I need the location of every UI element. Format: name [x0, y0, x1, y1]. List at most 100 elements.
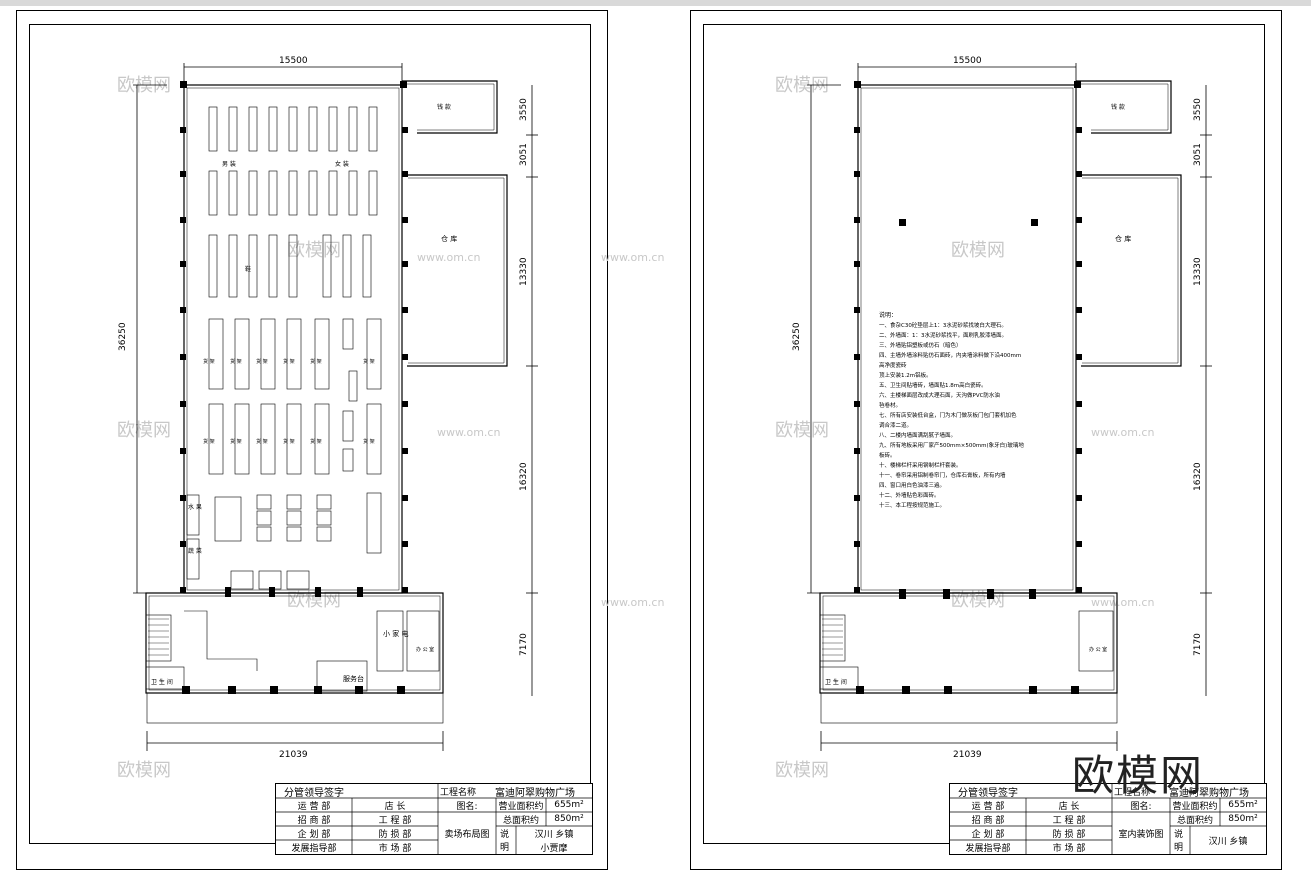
dimension-left [807, 84, 841, 594]
project-label: 工程名称 [439, 787, 476, 798]
room-label-veg: 蔬 菜 [188, 547, 202, 555]
dim-right-text: 13330 [1193, 257, 1203, 286]
room-label-snack: 小 家 电 [383, 629, 408, 638]
dept-row: 工 程 部 [1052, 815, 1086, 826]
room-label-goods: 货 架 [283, 358, 295, 365]
watermark-logo: 欧模网 [775, 760, 829, 781]
construction-notes: 说明： 一、食杂C30砼垫层上1：3水泥砂浆找坡白大理石。 二、外墙面：1：3水… [879, 311, 1024, 509]
note-value: 汉川 乡镇 [534, 829, 574, 840]
room-label-goods: 货 架 [363, 358, 375, 365]
note-line: 五、卫生间贴墙砖，墙面贴1.8m高白瓷砖。 [879, 381, 987, 389]
dept-row: 企 划 部 [971, 829, 1005, 840]
dept-row: 店 长 [1058, 801, 1080, 812]
title-block-grid [950, 784, 1266, 854]
area-biz-label: 营业面积约 [1172, 801, 1218, 812]
watermark-logo: 欧模网 [287, 590, 341, 611]
note-line: 板砖。 [879, 451, 896, 459]
dimension-top [183, 63, 403, 81]
project-name: 富迪阿翠购物广场 [495, 787, 575, 799]
note-label: 说 明 [1174, 830, 1184, 853]
room-label-goods: 货 架 [256, 358, 268, 365]
watermark-logo: 欧模网 [287, 240, 341, 261]
room-label-goods: 货 架 [283, 438, 295, 445]
watermark-logo: 欧模网 [951, 240, 1005, 261]
room-label-warehouse-small: 钱 款 [1111, 103, 1125, 111]
note-line: 十三、本工程按规范施工。 [879, 501, 945, 509]
fresh-area [186, 494, 332, 590]
dept-row: 工 程 部 [378, 815, 412, 826]
watermark-url: www.om.cn [1091, 596, 1154, 609]
goods-shelves [208, 318, 382, 554]
note-line: 二、外墙面：1：3水泥砂浆找平，面刷乳胶漆墙面。 [879, 331, 1007, 339]
dim-bottom-text: 21039 [953, 750, 982, 760]
dimension-bottom [820, 731, 1118, 751]
room-label-goods: 货 架 [230, 438, 242, 445]
drawing-sheet-layout: 欧模网 欧模网 欧模网 欧模网 欧模网 www.om.cn www.om.cn … [16, 10, 608, 870]
room-label-office: 办 公 室 [416, 646, 434, 653]
dim-right-text: 3051 [1193, 143, 1203, 166]
drawing-sheet-interior: 欧模网 欧模网 欧模网 欧模网 欧模网 www.om.cn www.om.cn … [601, 10, 1282, 870]
note-line: 四、窗口用白色油漆三遍。 [879, 481, 945, 489]
title-block: 分管领导签字 工程名称 富迪阿翠购物广场 运 营 部 招 商 部 企 划 部 发… [949, 783, 1267, 855]
dim-right-text: 7170 [1193, 633, 1203, 656]
dim-top-text: 15500 [953, 56, 982, 66]
watermark-logo-large: 欧模网 [1072, 751, 1205, 800]
watermark-logo: 欧模网 [117, 75, 171, 96]
area-total-label: 总面积约 [1176, 815, 1213, 826]
room-label-warehouse: 仓 库 [441, 234, 457, 243]
structural-columns [180, 81, 408, 694]
note-line: 四、主墙外墙涂料贴仿石面砖，内夹墙涂料做下沿400mm [879, 351, 1021, 359]
title-block-grid [276, 784, 592, 854]
dim-left-text: 36250 [118, 322, 128, 351]
room-label-service-desk: 服务台 [343, 674, 364, 683]
drawing-label: 图名: [456, 801, 478, 812]
viewer-toolbar-strip [0, 0, 1311, 6]
dim-right-text: 3550 [1193, 98, 1203, 121]
floor-plan-layout: 欧模网 欧模网 欧模网 欧模网 欧模网 www.om.cn www.om.cn … [117, 56, 538, 781]
watermark-logo: 欧模网 [775, 420, 829, 441]
room-label-warehouse-small: 钱 款 [437, 103, 451, 111]
dept-row: 市 场 部 [378, 843, 412, 854]
main-walls [145, 80, 508, 724]
room-label-men: 男 装 [222, 160, 236, 168]
dimension-right [1200, 85, 1212, 696]
dept-row: 运 营 部 [297, 801, 331, 812]
note-line: 八、二楼内墙面满刮腻子墙面。 [879, 431, 956, 439]
watermark-logo: 欧模网 [775, 75, 829, 96]
note-line: 十一、卷帘采用铝制卷帘门，仓库石膏板，所有内墙 [879, 471, 1006, 479]
note-line: 七、所有店安装低台盒，门为木门做灰板门包门套机加色 [879, 411, 1017, 419]
area-total-value: 850m² [554, 814, 584, 824]
note-line: 调合漆二道。 [879, 421, 912, 429]
room-label-goods: 货 架 [310, 438, 322, 445]
area-biz-value: 655m² [554, 800, 584, 810]
sign-title: 分管领导签字 [958, 787, 1018, 799]
watermark-url: www.om.cn [1091, 426, 1154, 439]
dept-row: 招 商 部 [297, 815, 331, 826]
project-name: 富迪阿翠购物广场 [1169, 787, 1249, 799]
note-value: 小贾摩 [540, 843, 568, 854]
room-label-goods: 货 架 [310, 358, 322, 365]
dept-row: 企 划 部 [297, 829, 331, 840]
dim-right-text: 3550 [519, 98, 529, 121]
note-line: 六、主楼梯面层改成大理石面，天沟做PVC防水油 [879, 391, 1000, 399]
structural-columns [854, 81, 1082, 694]
dim-left-text: 36250 [792, 322, 802, 351]
dept-row: 防 损 部 [1052, 829, 1086, 840]
watermark-logo: 欧模网 [117, 420, 171, 441]
note-value: 汉川 乡镇 [1208, 836, 1248, 847]
dimension-left [133, 84, 167, 594]
dim-right-text: 3051 [519, 143, 529, 166]
dim-top-text: 15500 [279, 56, 308, 66]
room-label-warehouse: 仓 库 [1115, 234, 1131, 243]
dimension-top [857, 63, 1077, 81]
dept-row: 市 场 部 [1052, 843, 1086, 854]
dim-right-text: 16320 [1193, 462, 1203, 491]
dim-bottom-text: 21039 [279, 750, 308, 760]
dept-row: 防 损 部 [378, 829, 412, 840]
dept-row: 招 商 部 [971, 815, 1005, 826]
room-label-toilet: 卫 生 间 [825, 678, 847, 686]
dimension-right [526, 85, 538, 696]
room-label-goods: 货 架 [203, 358, 215, 365]
note-line: 十二、外墙贴色彩面砖。 [879, 491, 940, 499]
clothing-racks [208, 106, 378, 298]
